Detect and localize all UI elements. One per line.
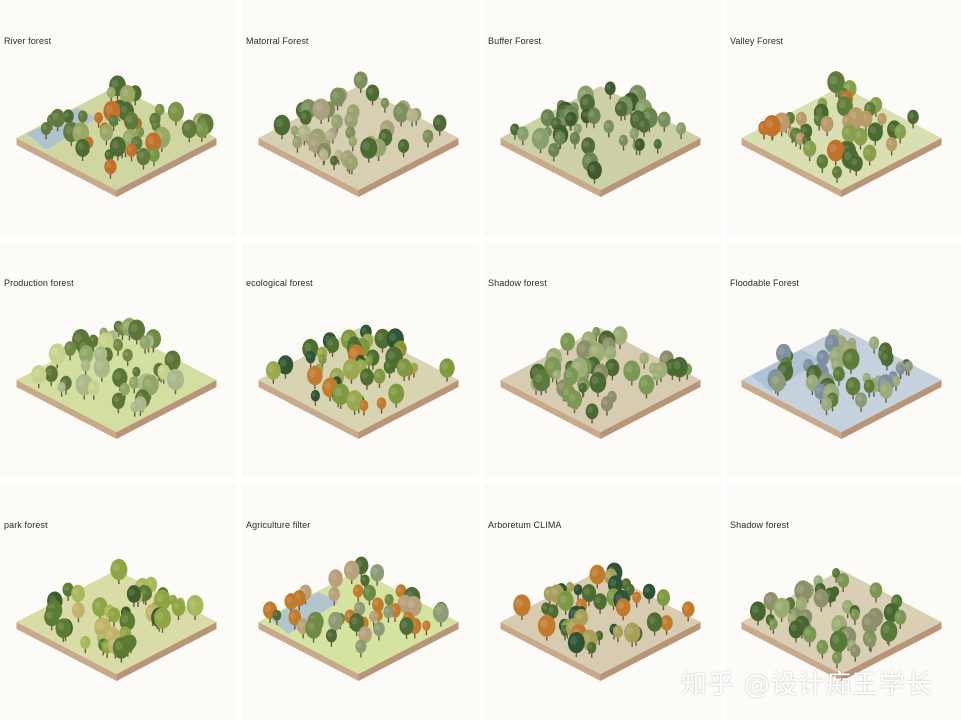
card-title: Valley Forest xyxy=(730,36,784,46)
card-title: Buffer Forest xyxy=(488,36,542,46)
forest-card[interactable]: Arboretum CLIMA xyxy=(484,484,721,720)
card-title: Shadow forest xyxy=(488,278,547,288)
forest-card[interactable]: park forest xyxy=(0,484,237,720)
isometric-forest-illustration xyxy=(258,324,459,439)
card-title: Arboretum CLIMA xyxy=(488,520,562,530)
isometric-forest-illustration xyxy=(16,558,217,681)
forest-card[interactable]: River forest xyxy=(0,0,237,236)
isometric-forest-illustration xyxy=(500,81,701,197)
forest-card[interactable]: Agriculture filter xyxy=(242,484,479,720)
forest-card[interactable]: ecological forest xyxy=(242,242,479,478)
watermark: 知乎 @设计痴王学长 xyxy=(680,670,933,700)
forest-card[interactable]: Production forest xyxy=(0,242,237,478)
card-title: Agriculture filter xyxy=(246,520,311,530)
card-title: park forest xyxy=(4,520,48,530)
card-title: River forest xyxy=(4,36,52,46)
forest-card[interactable]: Shadow forest xyxy=(484,242,721,478)
card-title: Production forest xyxy=(4,278,74,288)
card-title: ecological forest xyxy=(246,278,313,288)
forest-card[interactable]: Shadow forest xyxy=(726,484,961,720)
isometric-forest-illustration xyxy=(16,317,217,439)
isometric-forest-illustration xyxy=(741,328,942,439)
isometric-forest-illustration xyxy=(741,71,942,197)
forest-card[interactable]: Buffer Forest xyxy=(484,0,721,236)
card-title: Floodable Forest xyxy=(730,278,800,288)
card-title: Shadow forest xyxy=(730,520,789,530)
forest-card[interactable]: Matorral Forest xyxy=(242,0,479,236)
isometric-forest-illustration xyxy=(741,567,942,681)
isometric-forest-illustration xyxy=(16,75,217,197)
forest-card[interactable]: Valley Forest xyxy=(726,0,961,236)
isometric-forest-illustration xyxy=(258,71,459,197)
isometric-forest-illustration xyxy=(500,562,701,681)
card-title: Matorral Forest xyxy=(246,36,309,46)
isometric-forest-illustration xyxy=(500,326,701,439)
forest-card[interactable]: Floodable Forest xyxy=(726,242,961,478)
isometric-forest-illustration xyxy=(258,556,459,681)
